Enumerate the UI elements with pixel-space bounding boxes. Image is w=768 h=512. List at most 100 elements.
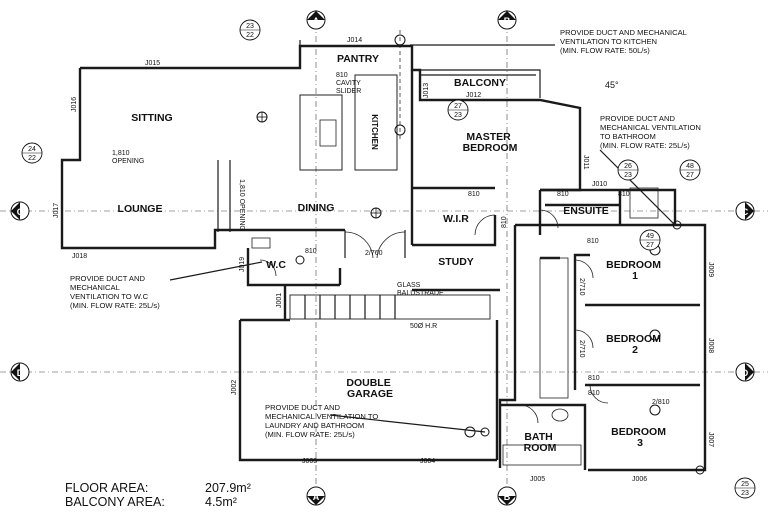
door-810-b: 810: [557, 191, 569, 198]
floor-area-label: FLOOR AREA:: [65, 481, 148, 495]
room-label-wir: W.I.R: [443, 213, 469, 225]
room-label-ensuite: ENSUITE: [563, 205, 609, 217]
svg-text:1,810 OPENING: 1,810 OPENING: [112, 150, 144, 165]
svg-text:810 CAVITY SLIDER: 810 CAVITY SLIDER: [336, 72, 363, 95]
room-label-balcony: BALCONY: [454, 77, 506, 89]
room-label-bedroom1: BEDROOM 1: [606, 259, 661, 282]
door-810-d: 810: [587, 238, 599, 245]
room-label-kitchen: KITCHEN: [370, 114, 379, 150]
grid-marker-c-right: C: [735, 201, 755, 221]
room-label-lounge: LOUNGE: [118, 203, 163, 215]
svg-text:DOUBLE GARAGE: DOUBLE GARAGE: [346, 377, 393, 400]
grid-marker-b-bottom: B: [497, 486, 517, 506]
master-line-2: BEDROOM: [463, 142, 518, 154]
ref-49-27: 49 27: [639, 229, 661, 251]
svg-text:22: 22: [28, 155, 36, 162]
interior-walls: [217, 40, 700, 470]
balcony-area-label: BALCONY AREA:: [65, 495, 165, 509]
room-label-sitting: SITTING: [131, 112, 172, 124]
room-label-master-bedroom: MASTER BEDROOM: [463, 131, 518, 154]
svg-text:26: 26: [624, 163, 632, 170]
tag-j002: J002: [231, 380, 238, 395]
svg-text:B: B: [504, 16, 511, 26]
room-label-bedroom3: BEDROOM 3: [611, 426, 669, 449]
door-810-e: 810: [588, 375, 600, 382]
tag-j019: J019: [239, 257, 246, 272]
svg-text:48: 48: [686, 163, 694, 170]
door-swings: [259, 209, 609, 424]
door-2810-label: 2/810: [652, 399, 670, 406]
svg-text:PROVIDE DUCT AND MECHANI: PROVIDE DUCT AND MECHANICAL VENTILATION …: [265, 403, 380, 439]
door-2710-b: 2/710: [578, 340, 585, 358]
glass-balustrade-label: GLASS BALUSTRADE: [397, 282, 444, 297]
door-810-c: 810: [305, 248, 317, 255]
tag-j018: J018: [72, 253, 87, 260]
tag-j007: J007: [707, 432, 714, 447]
svg-text:49: 49: [646, 233, 654, 240]
svg-text:27: 27: [686, 172, 694, 179]
exterior-walls: [60, 44, 707, 472]
ref-48-27: 48 27: [679, 159, 701, 181]
ref-24-22: 24 22: [21, 142, 43, 164]
svg-text:23: 23: [454, 112, 462, 119]
master-line-1: MASTER: [466, 131, 511, 143]
svg-text:BEDROOM 3: BEDROOM 3: [611, 426, 669, 449]
svg-text:D: D: [742, 368, 749, 378]
kitchen-island: [299, 74, 398, 171]
tag-j016: J016: [71, 97, 78, 112]
tag-j012: J012: [466, 92, 481, 99]
ref-23-22: 23 22: [239, 19, 261, 41]
room-label-pantry: PANTRY: [337, 53, 379, 65]
tag-j010: J010: [592, 181, 607, 188]
room-label-bathroom: BATH ROOM: [524, 431, 557, 454]
tag-j015: J015: [145, 60, 160, 67]
svg-text:GLASS BALUSTRADE: GLASS BALUSTRADE: [397, 282, 444, 297]
svg-text:C: C: [742, 207, 749, 217]
svg-text:D: D: [17, 368, 24, 378]
cavity-slider-label: 810 CAVITY SLIDER: [336, 72, 363, 95]
angle-label: 45°: [605, 80, 619, 90]
grid-marker-a-top: A: [306, 10, 326, 30]
door-810-h: 810: [501, 216, 508, 228]
floor-area-value: 207.9m²: [205, 481, 251, 495]
tag-j008: J008: [707, 338, 714, 353]
stairs: [289, 294, 491, 320]
svg-text:B: B: [504, 492, 511, 502]
ref-27-23: 27 23: [447, 99, 469, 121]
tag-j013: J013: [423, 83, 430, 98]
svg-text:24: 24: [28, 146, 36, 153]
room-label-study: STUDY: [438, 256, 474, 268]
tag-j003: J003: [302, 458, 317, 465]
door-810-f: 810: [588, 390, 600, 397]
door-2710-a: 2/710: [578, 278, 585, 296]
tag-j014: J014: [347, 37, 362, 44]
svg-text:23: 23: [624, 172, 632, 179]
room-label-wc: W.C: [266, 259, 286, 271]
svg-text:MASTER BEDROOM: MASTER BEDROOM: [463, 131, 518, 154]
room-label-bedroom2: BEDROOM 2: [606, 333, 661, 356]
svg-text:23: 23: [246, 23, 254, 30]
bathroom-fixtures: [251, 187, 659, 466]
svg-text:A: A: [313, 16, 320, 26]
tag-j006: J006: [632, 476, 647, 483]
grid-marker-c-left: C: [10, 201, 30, 221]
svg-text:PROVIDE DUCT AND MECHANI: PROVIDE DUCT AND MECHANICAL VENTILATION …: [70, 274, 160, 310]
tag-j004: J004: [420, 458, 435, 465]
svg-text:A: A: [313, 492, 320, 502]
tag-j017: J017: [53, 203, 60, 218]
svg-text:BATH ROOM: BATH ROOM: [524, 431, 557, 454]
svg-text:23: 23: [741, 490, 749, 497]
svg-text:27: 27: [454, 103, 462, 110]
tag-j009: J009: [707, 262, 714, 277]
grid-marker-a-bottom: A: [306, 486, 326, 506]
ref-25-23: 25 23: [734, 477, 756, 499]
note-bathroom-vent: PROVIDE DUCT AND MECHANICAL VENTILATION …: [600, 114, 703, 150]
room-label-dining: DINING: [298, 202, 335, 214]
opening-vertical-label: 1,810 OPENING: [238, 179, 245, 231]
svg-text:25: 25: [741, 481, 749, 488]
svg-text:PROVIDE DUCT AND MECHANICAL: PROVIDE DUCT AND MECHANICAL VENTILATION …: [560, 28, 689, 55]
grid-marker-d-right: D: [735, 362, 755, 382]
grid-lines: [0, 10, 768, 505]
svg-text:PROVIDE DUCT AND MECHANI: PROVIDE DUCT AND MECHANICAL VENTILATION …: [600, 114, 703, 150]
note-laundry-vent: PROVIDE DUCT AND MECHANICAL VENTILATION …: [265, 403, 380, 439]
